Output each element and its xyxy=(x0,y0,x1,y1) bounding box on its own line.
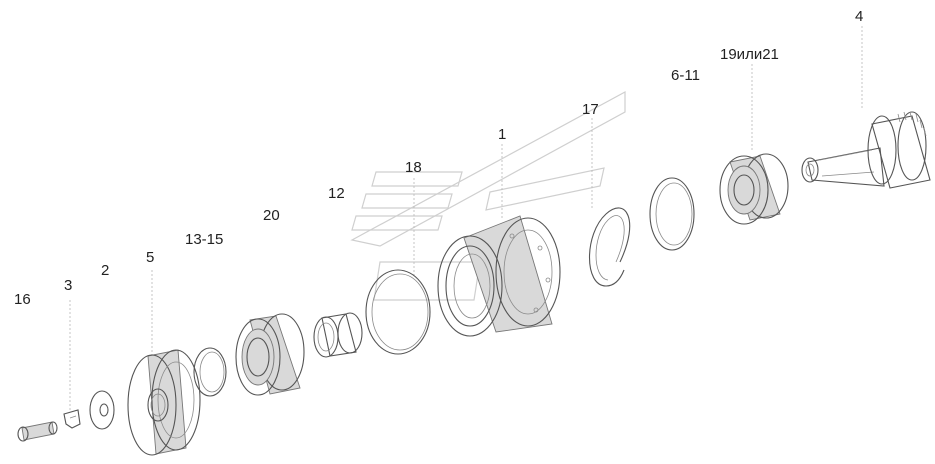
part-18-oring xyxy=(365,269,431,355)
part-13-15-ring xyxy=(193,347,227,397)
label-part-19-21: 19или21 xyxy=(720,46,779,63)
part-17-snap-ring xyxy=(589,207,631,287)
part-3-clip xyxy=(63,409,81,429)
watermark-logo xyxy=(350,90,626,301)
label-part-1: 1 xyxy=(498,126,507,143)
part-12-sleeve xyxy=(313,312,363,358)
label-part-5: 5 xyxy=(146,249,155,266)
label-part-13-15: 13-15 xyxy=(185,231,224,248)
part-1-housing xyxy=(437,215,561,337)
label-part-4: 4 xyxy=(855,8,864,25)
label-part-20: 20 xyxy=(263,207,280,224)
label-part-18: 18 xyxy=(405,159,422,176)
part-5-flange xyxy=(127,349,201,456)
part-16-bolt xyxy=(17,421,58,442)
label-part-6-11: 6-11 xyxy=(671,67,700,84)
part-20-bearing xyxy=(235,313,305,396)
label-part-2: 2 xyxy=(101,262,110,279)
label-part-3: 3 xyxy=(64,277,73,294)
label-part-12: 12 xyxy=(328,185,345,202)
part-4-shaft xyxy=(801,111,931,189)
label-part-16: 16 xyxy=(14,291,31,308)
part-6-11-shim xyxy=(649,177,695,251)
label-part-17: 17 xyxy=(582,101,599,118)
part-2-washer xyxy=(89,390,115,430)
leader-lines xyxy=(69,26,863,410)
part-19-21-bearing xyxy=(719,153,789,225)
